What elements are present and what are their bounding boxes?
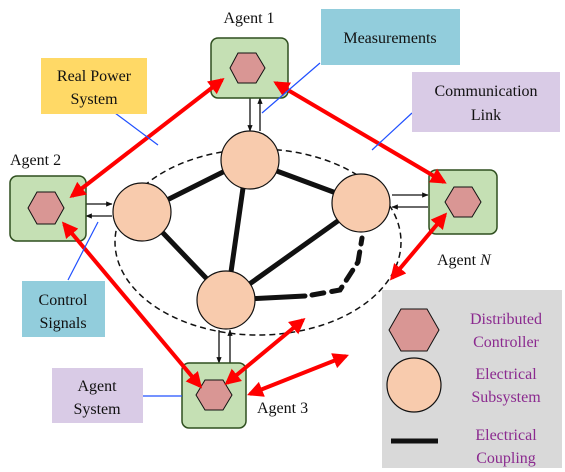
electrical-subsystem-circle — [196, 270, 256, 330]
coupling-line-dashed — [309, 235, 365, 298]
comm-link-3-open-b — [247, 353, 349, 397]
communication-link-box — [412, 72, 560, 132]
electrical-subsystem-circle — [112, 182, 172, 242]
measurements-box — [321, 9, 460, 65]
text-labels: Agent 1 Agent 2 Agent 3 Agent N Real Pow… — [10, 10, 542, 467]
comm-link-2-3 — [61, 221, 203, 389]
agent-n-prefix: Agent — [437, 252, 480, 269]
distributed-controller-hexagon — [444, 186, 482, 218]
legend-controller-hexagon — [388, 308, 440, 352]
real-power-label-2: System — [70, 91, 118, 108]
real-power-system-box — [41, 58, 147, 114]
comm-link-3-open-a — [224, 317, 306, 386]
legend-controller-label-1: Distributed — [470, 311, 542, 328]
agent-n-italic: N — [479, 252, 492, 269]
agent-system-box — [52, 368, 143, 423]
agent-2-label: Agent 2 — [10, 152, 61, 169]
agent-1 — [210, 37, 289, 99]
comm-link-1-N — [273, 81, 447, 184]
agent-n-label: Agent N — [437, 252, 492, 269]
agent-system-label-2: System — [73, 401, 121, 418]
legend — [382, 290, 562, 468]
communication-label-2: Link — [471, 107, 501, 124]
control-signals-box — [22, 281, 105, 337]
communication-links — [61, 78, 448, 397]
legend-subsystem-label-2: Subsystem — [471, 389, 541, 406]
electrical-subsystem-circle — [331, 173, 391, 233]
distributed-controller-hexagon — [27, 191, 65, 225]
real-power-label-1: Real Power — [57, 68, 132, 85]
distributed-controller-hexagon — [195, 379, 233, 411]
control-label-1: Control — [39, 292, 88, 309]
legend-subsystem-label-1: Electrical — [475, 366, 537, 383]
control-label-2: Signals — [39, 315, 86, 332]
comm-link-1-2 — [69, 78, 225, 198]
measurements-label: Measurements — [343, 30, 436, 47]
legend-coupling-label-1: Electrical — [475, 427, 537, 444]
comm-link-N-open — [389, 212, 448, 281]
callout-connectors — [67, 62, 413, 397]
legend-coupling-label-2: Coupling — [476, 450, 536, 467]
electrical-subsystem-circle — [220, 130, 280, 190]
agent-3-label: Agent 3 — [257, 400, 308, 417]
local-signal-arrows — [85, 97, 429, 364]
agent-2 — [9, 175, 87, 242]
communication-label-1: Communication — [434, 83, 537, 100]
distributed-controller-hexagon — [229, 52, 266, 84]
legend-subsystem-circle — [386, 357, 442, 413]
legend-controller-label-2: Controller — [473, 334, 539, 351]
electrical-subsystems — [112, 130, 391, 330]
agent-system-label-1: Agent — [77, 378, 117, 395]
agent-1-label: Agent 1 — [223, 10, 274, 27]
